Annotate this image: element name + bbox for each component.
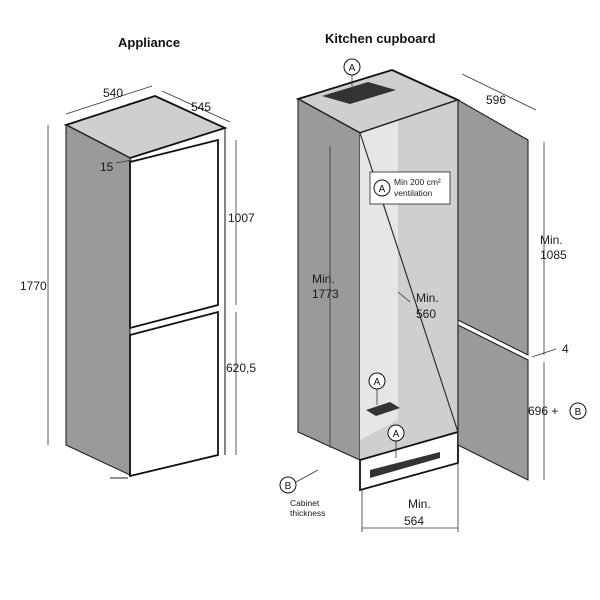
cupboard-title: Kitchen cupboard: [325, 31, 436, 46]
door-upper-value: 1085: [540, 248, 567, 262]
plinth-vent-grille: [370, 452, 440, 478]
marker-b-cabinet-letter: B: [285, 481, 292, 492]
ventilation-line1: Min 200 cm²: [394, 177, 441, 187]
appliance-drawing: [63, 95, 228, 479]
ventilation-marker-letter: A: [379, 184, 386, 195]
appliance-lower-label: 620,5: [226, 361, 256, 375]
door-gap-line: [531, 348, 557, 358]
b-markers: B Cabinet thickness B: [279, 402, 587, 518]
cupboard-height-label: Min.: [312, 272, 335, 286]
door-upper-outline: [457, 99, 529, 356]
bottom-width-label: Min.: [408, 497, 431, 511]
appliance-width-label: 540: [103, 86, 123, 100]
marker-b-cabinet: [279, 476, 297, 494]
door-lower-panel: [458, 325, 528, 480]
cupboard-width-label: 596: [486, 93, 506, 107]
ventilation-note: A Min 200 cm² ventilation: [369, 171, 451, 205]
appliance-height-label: 1770: [20, 279, 47, 293]
appliance-dimensions: 540 545 1770 1007 620,5 15: [20, 85, 256, 455]
appliance-side-panel: [66, 125, 130, 475]
cabinet-note-line2: thickness: [290, 508, 325, 518]
inner-depth-label: Min.: [416, 291, 439, 305]
door-upper-label: Min.: [540, 233, 563, 247]
appliance-top-face: [66, 96, 225, 158]
marker-a-bottom-letter: A: [374, 377, 381, 388]
top-vent-slot: [322, 82, 396, 104]
cabinet-note-line1: Cabinet: [290, 498, 320, 508]
depth-dimension-line: [161, 90, 231, 123]
a-markers: A A A: [343, 58, 405, 458]
width-dimension-line: [65, 85, 153, 115]
door-lower-outline: [457, 324, 529, 481]
marker-a-plinth-letter: A: [393, 429, 400, 440]
appliance-upper-door: [129, 138, 219, 330]
door-upper-panel: [458, 100, 528, 355]
cupboard-left-side: [298, 99, 360, 460]
cupboard-dimensions: 596 Min. 1773 Min. 560 Min. 1085 4 696 +…: [312, 73, 569, 532]
marker-b-door-letter: B: [575, 407, 582, 418]
cupboard-top-face: [298, 70, 458, 133]
door-gap-label: 4: [562, 342, 569, 356]
marker-a-top-letter: A: [349, 63, 356, 74]
door-lower-label: 696 +: [528, 404, 558, 418]
marker-b-leader: [295, 469, 319, 483]
inner-depth-leader: [397, 291, 411, 303]
bottom-width-value: 564: [404, 514, 424, 528]
appliance-gap-label: 15: [100, 160, 114, 174]
cupboard-inner-left: [360, 120, 398, 440]
cupboard-height-value: 1773: [312, 287, 339, 301]
ventilation-line2: ventilation: [394, 188, 433, 198]
bottom-vent-slot: [366, 402, 400, 416]
gap-dimension-line: [115, 159, 133, 164]
ventilation-marker-a: [373, 179, 391, 197]
appliance-depth-label: 545: [191, 100, 211, 114]
appliance-lower-door: [129, 310, 219, 478]
marker-b-door: [569, 402, 587, 420]
appliance-upper-label: 1007: [228, 211, 255, 225]
appliance-title: Appliance: [118, 35, 180, 50]
inner-depth-value: 560: [416, 307, 436, 321]
cupboard-width-line: [461, 73, 537, 111]
